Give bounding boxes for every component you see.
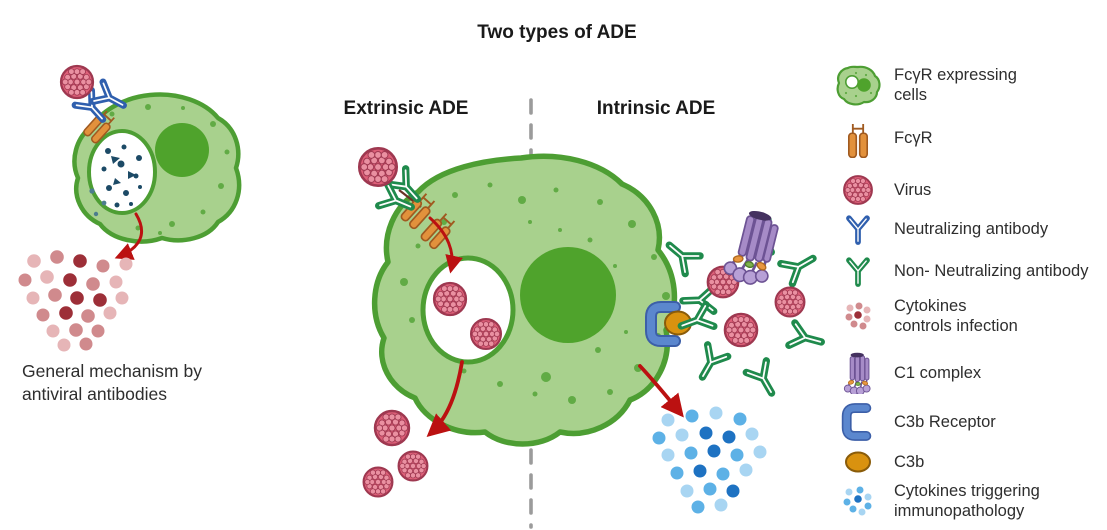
- legend-item-label: C3b: [894, 452, 925, 471]
- immune-complex: [662, 205, 824, 399]
- legend-item: C1 complex: [826, 352, 1106, 394]
- cytokine-release-arrow-left: [114, 212, 143, 260]
- c3b-icon: [826, 449, 890, 475]
- legend-item-label: C1 complex: [894, 363, 982, 382]
- virus: [723, 312, 759, 348]
- legend-item: C3b Receptor: [826, 404, 1106, 440]
- cytokines-triggering-immunopathology-icon: [826, 484, 890, 518]
- virus: [59, 64, 95, 100]
- virus: [357, 146, 399, 188]
- extrinsic-ade-label: Extrinsic ADE: [343, 98, 469, 119]
- legend-item: FcγR: [826, 118, 1106, 158]
- left-cell-nucleus: [155, 123, 209, 177]
- legend-item-label: Cytokines controls infection: [894, 296, 1018, 335]
- center-cell: [372, 153, 678, 447]
- non-neutralizing-antibody: [781, 248, 819, 283]
- cytokines-controls-infection-icon: [826, 300, 890, 332]
- non-neutralizing-antibody: [683, 288, 714, 312]
- general-mechanism-caption: General mechanism by antiviral antibodie…: [22, 361, 202, 405]
- legend-item: Virus: [826, 172, 1106, 208]
- legend-item: Neutralizing antibody: [826, 212, 1106, 246]
- legend-item-label: Virus: [894, 180, 932, 199]
- legend: FcγR expressing cells FcγR Virus Neutral…: [826, 60, 1106, 530]
- fcyr-expressing-cells-icon: [826, 62, 890, 108]
- virus: [397, 450, 429, 482]
- non-neutralizing-antibody: [789, 323, 824, 353]
- virus-icon: [826, 174, 890, 206]
- intrinsic-release-arrow: [638, 364, 684, 418]
- legend-item-label: C3b Receptor: [894, 412, 996, 431]
- legend-item-label: FcγR: [894, 128, 933, 147]
- legend-item: C3b: [826, 446, 1106, 478]
- legend-item-label: FcγR expressing cells: [894, 65, 1017, 104]
- virus: [373, 409, 411, 447]
- center-cell-speckles: [400, 182, 670, 404]
- neutralizing-antibody-icon: [826, 212, 890, 246]
- legend-item: Non- Neutralizing antibody: [826, 254, 1106, 288]
- degraded-virus-vacuole: [87, 129, 157, 217]
- legend-item-label: Non- Neutralizing antibody: [894, 261, 1089, 280]
- extrinsic-virus-antibody-complex: [357, 146, 459, 251]
- fcyr-icon: [826, 118, 890, 158]
- legend-item: Cytokines controls infection: [826, 294, 1106, 338]
- extrinsic-uptake-arrow: [428, 216, 463, 274]
- left-cell: [72, 92, 242, 244]
- non-neutralizing-antibody-icon: [826, 254, 890, 288]
- pink-cytokine-dots: [18, 250, 133, 352]
- virus: [362, 466, 394, 498]
- intrinsic-ade-label: Intrinsic ADE: [596, 98, 716, 119]
- legend-item-label: Cytokines triggering immunopathology: [894, 481, 1040, 520]
- center-cell-nucleus: [520, 247, 616, 343]
- legend-item-label: Neutralizing antibody: [894, 219, 1049, 238]
- non-neutralizing-antibody: [746, 361, 781, 399]
- c3b-receptor-icon: [826, 403, 890, 441]
- left-virus-antibody-complex: [59, 64, 129, 145]
- figure-title: Two types of ADE: [477, 22, 637, 43]
- extrinsic-release-arrow: [426, 360, 464, 438]
- endosome-vacuole: [420, 255, 516, 365]
- virus: [469, 317, 503, 351]
- blue-cytokine-dots: [652, 406, 767, 514]
- virus: [432, 281, 468, 317]
- left-cell-speckles: [109, 104, 230, 235]
- c1-complex-icon: [826, 352, 890, 394]
- virus: [774, 286, 806, 318]
- released-viruses: [362, 409, 429, 498]
- legend-item: FcγR expressing cells: [826, 62, 1106, 108]
- legend-item: Cytokines triggering immunopathology: [826, 478, 1106, 524]
- non-neutralizing-antibody: [692, 345, 727, 383]
